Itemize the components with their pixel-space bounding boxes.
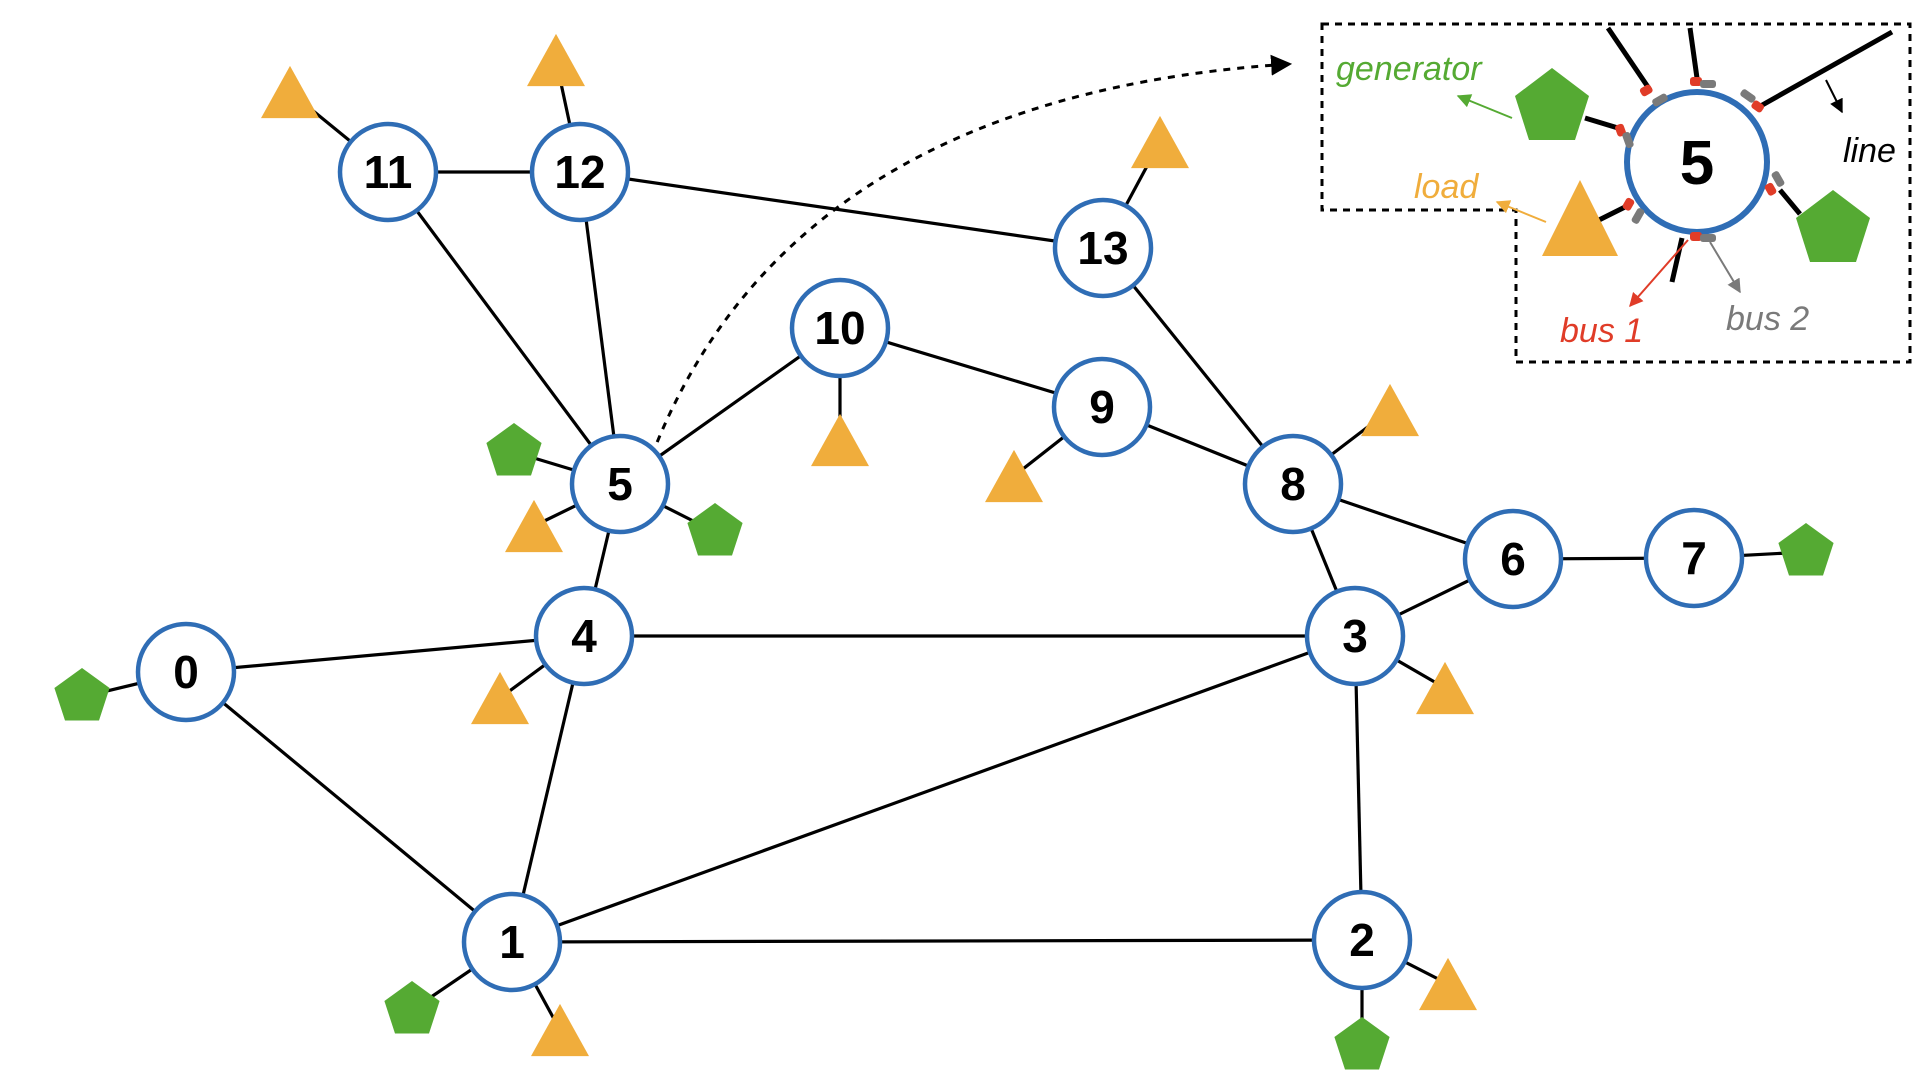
bus-node-0: 0 [135,621,237,723]
bus-node-label: 6 [1500,533,1526,585]
bus-circle [1311,889,1413,991]
line-13-8 [1101,246,1295,486]
bus-circle [1462,508,1564,610]
load-icon [985,449,1043,503]
inset-generator-icon [1796,190,1870,262]
inset-generator-icon [1515,68,1589,140]
bus-node-6: 6 [1462,508,1564,610]
bus-circle [337,121,439,223]
bus-node-label: 1 [499,916,525,968]
bus-node-label: 12 [554,146,605,198]
load-icon [1361,383,1419,437]
line-1-3 [511,634,1356,944]
generator-icon [486,423,542,476]
bus-node-10: 10 [789,277,891,379]
load-icon [1131,115,1189,169]
bus-node-7: 7 [1643,507,1745,609]
bus-circle [135,621,237,723]
bus-node-11: 11 [337,121,439,223]
bus1-annotation-arrow [1629,239,1689,308]
load-annotation-arrow [1495,200,1547,223]
bus-node-label: 0 [173,646,199,698]
bus-node-label: 2 [1349,914,1375,966]
inset-line [1584,115,1619,131]
bus2-label: bus 2 [1726,300,1809,338]
inset-line [1669,237,1685,283]
line-1-2 [511,938,1363,944]
generator-icon [54,668,110,721]
line-0-1 [184,670,514,944]
load-icon [811,413,869,467]
bus-node-12: 12 [529,121,631,223]
inset-line [1687,27,1700,79]
bus-node-2: 2 [1311,889,1413,991]
generator-icon [1778,523,1834,576]
inset-line [1605,26,1653,92]
line-2-3 [1353,635,1364,941]
line-5-11 [386,171,622,485]
inset-line [1778,188,1802,216]
bus-node-label: 11 [364,146,413,198]
bus-node-label: 10 [814,302,865,354]
load-label: load [1414,168,1479,206]
load-icon [531,1003,589,1057]
bus-circle [1643,507,1745,609]
bus-circle [1052,197,1154,299]
generator-icon [384,981,440,1034]
bus-node-label: 4 [571,610,597,662]
bus-circle [1304,585,1406,687]
inset-node-label: 5 [1680,129,1714,198]
line-0-4 [185,634,585,674]
bus-circle [789,277,891,379]
zoom-connector-arrow [650,54,1293,456]
bus-circle [529,121,631,223]
line-label: line [1843,132,1896,170]
bus-circle [1051,356,1153,458]
line-5-12 [578,171,622,485]
bus-node-label: 9 [1089,381,1115,433]
generator-load-symbols [54,33,1834,1070]
bus-node-label: 3 [1342,610,1368,662]
bus2-annotation-arrow [1709,241,1741,294]
generator-label: generator [1336,50,1483,88]
bus-node-5: 5 [569,433,671,535]
load-icon [527,33,585,87]
bus-node-label: 5 [607,458,633,510]
bus-node-label: 8 [1280,458,1306,510]
bus-circle [533,585,635,687]
bus-node-1: 1 [461,891,563,993]
bus-circle [461,891,563,993]
line-1-4 [510,635,586,943]
load-icon [505,499,563,553]
generator-annotation-arrow [1456,94,1513,119]
bus-node-4: 4 [533,585,635,687]
bus-node-13: 13 [1052,197,1154,299]
line-12-13 [579,170,1104,250]
inset-line [1593,204,1627,225]
bus-node-9: 9 [1051,356,1153,458]
inset-panel: 5 generator load line bus 1 bus [1320,22,1912,364]
line-annotation-arrow [1825,79,1843,114]
bus-node-8: 8 [1242,433,1344,535]
generator-icon [1334,1017,1390,1070]
load-icon [471,671,529,725]
load-icon [261,65,319,119]
load-icon [1419,957,1477,1011]
inset-load-icon [1542,180,1618,256]
generator-icon [687,503,743,556]
inset-border [1320,22,1912,364]
load-icon [1416,661,1474,715]
bus1-label: bus 1 [1560,312,1643,350]
bus-circle [1242,433,1344,535]
inset-bus-connectors [1615,77,1785,242]
bus-node-label: 13 [1077,222,1128,274]
bus-circle [569,433,671,535]
bus-node-label: 7 [1681,532,1707,584]
inset-line [1755,29,1894,111]
bus-node-3: 3 [1304,585,1406,687]
